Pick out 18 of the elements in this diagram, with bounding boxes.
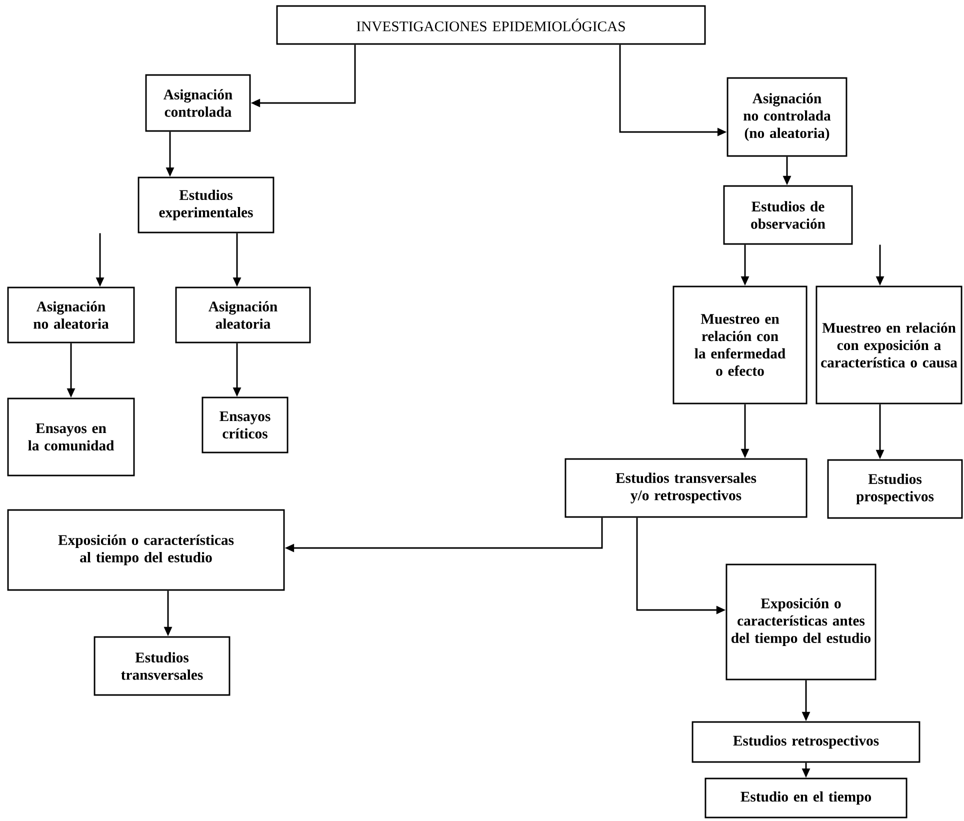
flow-box: Ensayos en la comunidad [7,398,135,476]
flow-box: Estudios prospectivos [827,459,963,519]
flow-box: Estudios transversales [94,636,230,696]
flow-box: Estudios transversales y/o retrospectivos [564,458,808,518]
flow-box: Estudio en el tiempo [704,778,908,818]
flow-box: Estudios retrospectivos [692,721,920,763]
flow-box: Asignación no aleatoria [7,286,135,344]
flow-box: Muestreo en relación con exposición a característica o causa [816,286,962,404]
flow-box: INVESTIGACIONES EPIDEMIOLÓGICAS [276,5,706,45]
flow-box: Asignación no controlada (no aleatoria) [726,77,848,157]
flow-box: Exposición o características antes del tiempo del estudio [726,564,876,680]
flow-box: Exposición o características al tiempo del estudio [7,509,285,591]
flow-box: Ensayos críticos [202,396,288,454]
flow-box: Asignación aleatoria [175,286,311,344]
flow-box: Estudios de observación [723,185,853,245]
flow-box: Muestreo en relación con la enfermedad o efecto [672,286,808,404]
flow-box: Estudios experimentales [138,176,274,234]
flow-box: Asignación controlada [145,74,251,132]
